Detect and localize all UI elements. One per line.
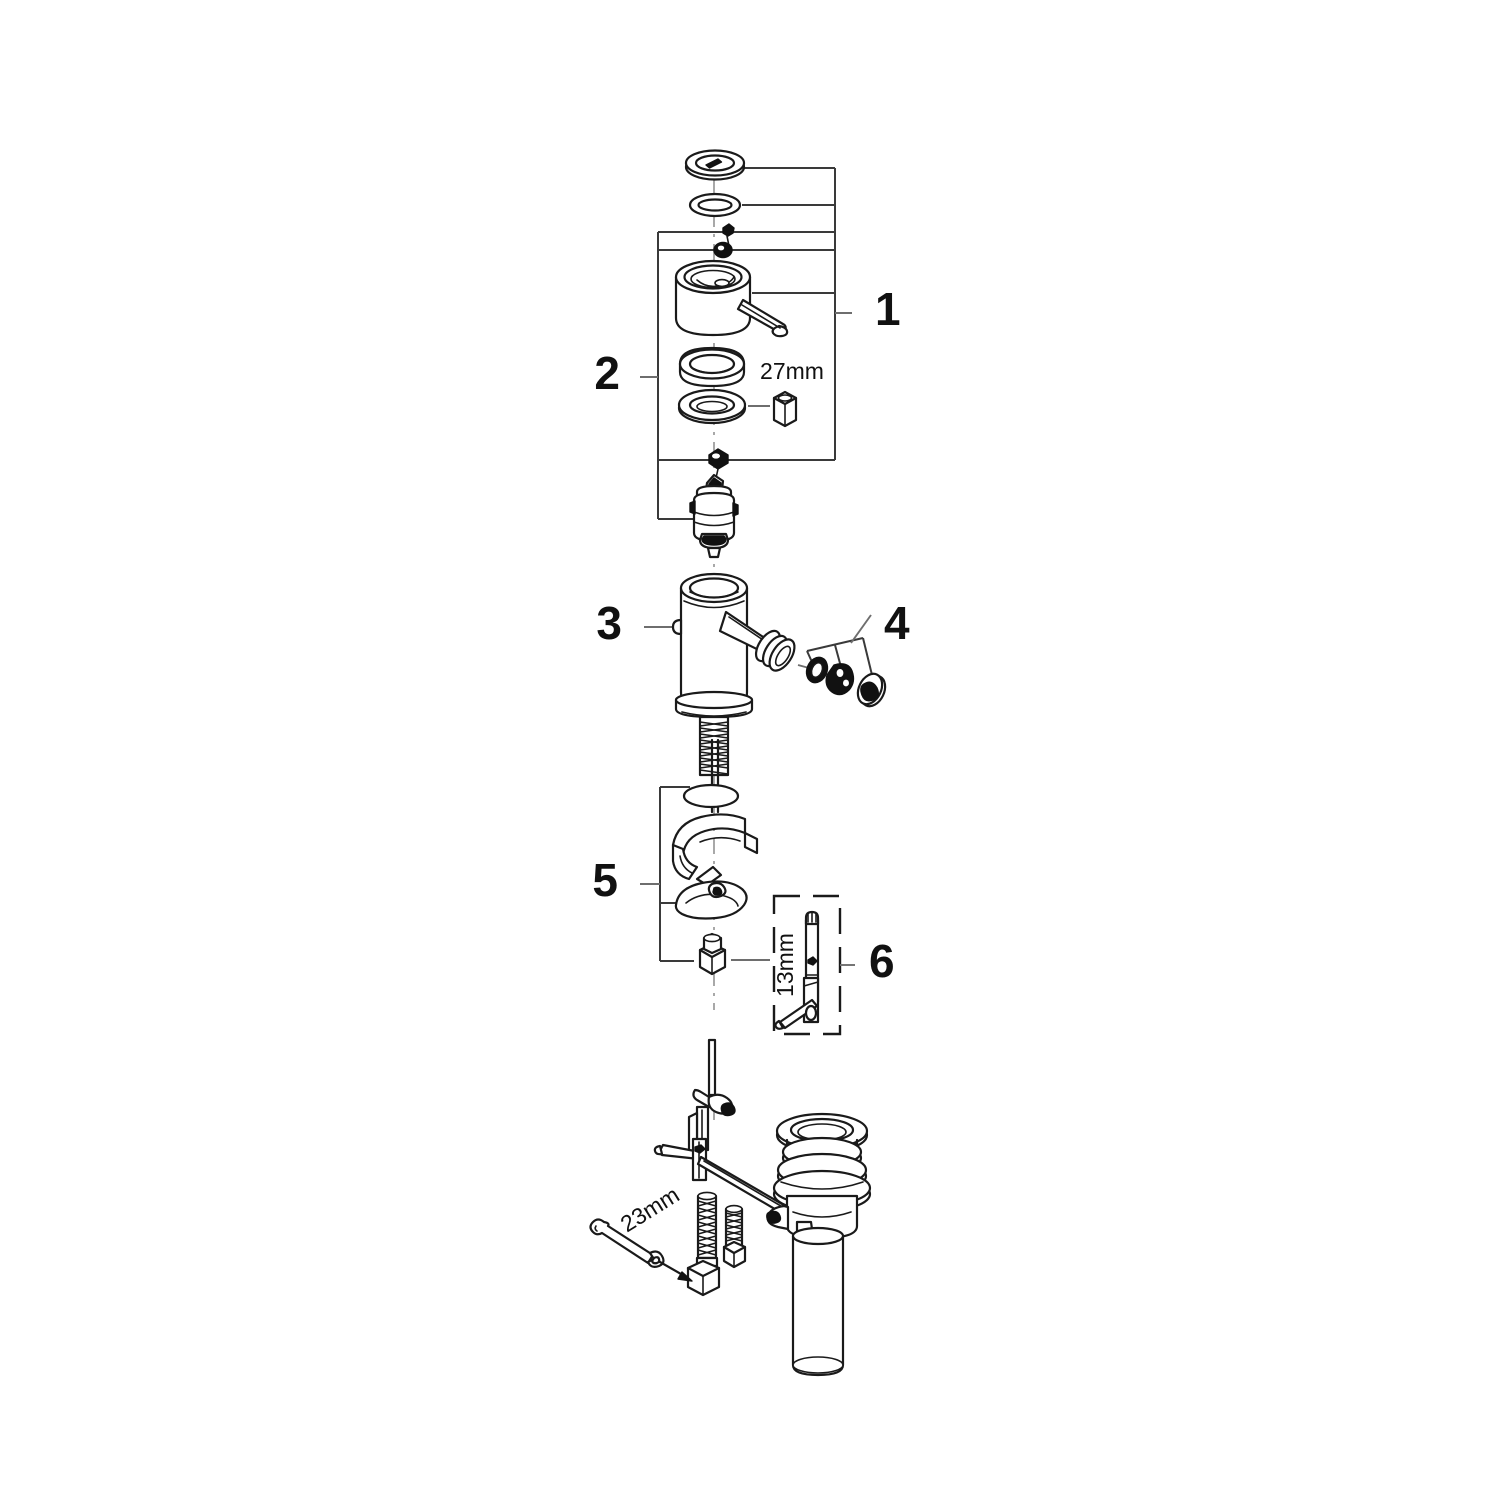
- part-cap-nut-ring: [677, 388, 747, 425]
- dimension-13mm: 13mm: [772, 933, 798, 997]
- callout-label-2: 2: [594, 347, 620, 399]
- callout-label-1: 1: [875, 283, 901, 335]
- part-oring-cap: [688, 192, 742, 218]
- part-mounting-nut: [698, 932, 727, 976]
- part-pull-rod: [707, 1038, 717, 1097]
- part-index-cap: [684, 149, 746, 181]
- part-popup-drain-head: [766, 1112, 872, 1240]
- part-grub-screw: [722, 223, 735, 247]
- dimension-27mm: 27mm: [760, 358, 824, 384]
- part-installation-wrench: [774, 910, 820, 1030]
- part-flexible-hoses: [686, 1191, 747, 1297]
- part-threaded-shank: [698, 715, 730, 814]
- part-pivot-rod: [653, 1137, 791, 1217]
- part-drain-tailpiece: [791, 1226, 845, 1377]
- part-aerator-set: [797, 656, 887, 708]
- shank-threads: [699, 721, 729, 775]
- callout-label-3: 3: [596, 597, 622, 649]
- callout-label-6: 6: [869, 935, 895, 987]
- part-set-screw: [713, 241, 733, 259]
- callout-label-5: 5: [592, 854, 618, 906]
- hex-socket-icon-27mm: [772, 390, 798, 428]
- part-lower-mounting-plate: [674, 880, 748, 920]
- part-lever-handle: [674, 259, 789, 338]
- part-trim-sleeve: [678, 346, 746, 388]
- part-spanner-icon: [589, 1218, 665, 1268]
- hose-braid-front: [697, 1200, 717, 1256]
- callout-label-4: 4: [884, 597, 910, 649]
- part-upper-mounting-bracket: [671, 813, 759, 887]
- spout-outlet-rings: [754, 629, 796, 672]
- arrow-23mm: [658, 1260, 693, 1282]
- hose-braid-rear: [725, 1212, 743, 1242]
- callout-1-bracket: [658, 167, 852, 461]
- callout-5-bracket: [640, 786, 694, 962]
- part-retaining-screw: [708, 448, 729, 479]
- part-cartridge: [689, 473, 739, 559]
- part-faucet-body: [671, 572, 796, 719]
- part-base-oring: [682, 783, 740, 809]
